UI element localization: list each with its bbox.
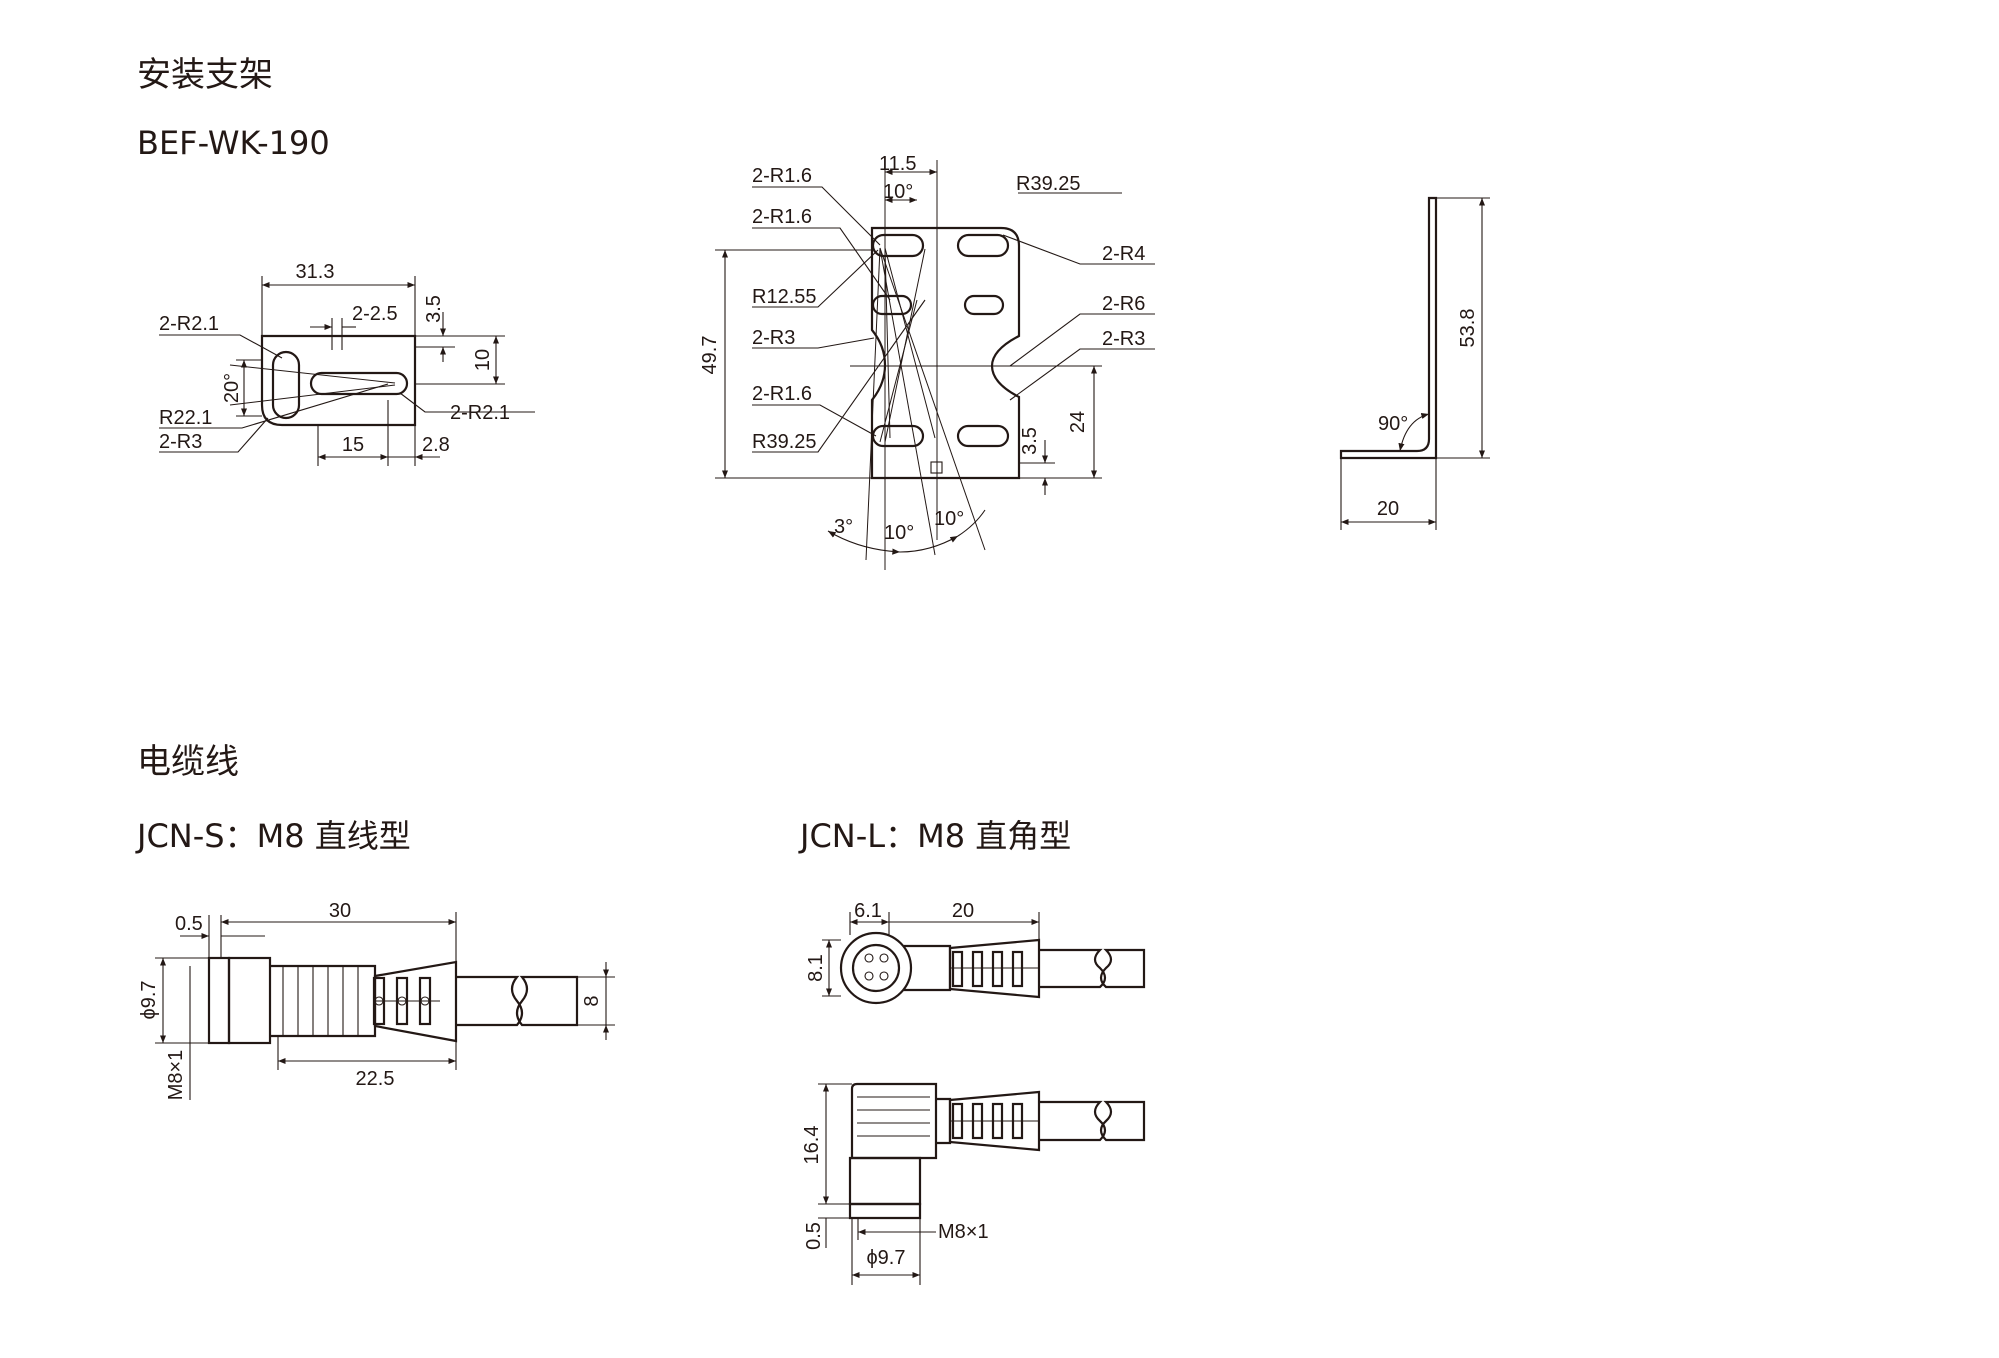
label-front-4: 2-R2.1 <box>159 313 219 335</box>
label-top-2: 2-R1.6 <box>752 165 812 187</box>
label-top-16: 10° <box>884 522 914 544</box>
label-front-7: 2-R3 <box>159 431 202 453</box>
label-top-11: 2-R1.6 <box>752 383 812 405</box>
label-top-9: 2-R3 <box>1102 328 1145 350</box>
label-front-9: 15 <box>342 434 364 456</box>
angled-face-inner <box>851 943 901 993</box>
label-top-7: 2-R6 <box>1102 293 1145 315</box>
label-top-13: 3.5 <box>1019 427 1041 455</box>
cable-angled-caption: JCN-L：M8 直角型 <box>800 817 1072 855</box>
label-front-10: 2.8 <box>422 434 450 456</box>
label-straight-2: ϕ9.7 <box>138 980 160 1019</box>
top-slot-left-lower <box>871 424 925 448</box>
label-top-4: R39.25 <box>1016 173 1081 195</box>
top-slot-left-mid <box>871 294 913 316</box>
angled-face-outer <box>839 931 913 1005</box>
label-top-0: 11.5 <box>879 153 916 175</box>
straight-nut-front <box>207 956 231 1045</box>
top-slot-left-upper <box>871 233 925 258</box>
top-slot-right-upper <box>956 233 1010 258</box>
label-angled-6: ϕ9.7 <box>866 1247 905 1269</box>
top-slot-right-lower <box>956 424 1010 448</box>
straight-body <box>270 964 377 1038</box>
label-top-8: 2-R3 <box>752 327 795 349</box>
label-top-10: 49.7 <box>699 336 721 375</box>
bracket-model-title: BEF-WK-190 <box>137 124 330 162</box>
front-slot-vertical <box>271 350 301 420</box>
top-slot-right-mid <box>963 294 1005 316</box>
label-angled-0: 6.1 <box>854 900 882 922</box>
label-top-6: R12.55 <box>752 286 817 308</box>
label-side-0: 53.8 <box>1457 309 1479 348</box>
bracket-front-outline <box>260 334 417 427</box>
label-angled-2: 8.1 <box>805 954 827 982</box>
angled-cable-2 <box>1039 1100 1107 1142</box>
label-angled-3: 16.4 <box>801 1126 823 1165</box>
label-front-5: 20° <box>221 373 243 403</box>
bracket-top-view: 11.5 10° 2-R1.6 2-R1.6 R39.25 2-R4 R12.5… <box>699 153 1155 570</box>
label-side-1: 90° <box>1378 413 1408 435</box>
label-front-1: 2-2.5 <box>352 303 398 325</box>
cable-angled-drawing: 6.1 20 8.1 16.4 M8×1 0.5 ϕ9.7 <box>801 900 1146 1285</box>
cable-straight-caption: JCN-S：M8 直线型 <box>137 817 411 855</box>
label-front-8: 2-R2.1 <box>450 402 510 424</box>
straight-nut <box>227 956 272 1045</box>
label-front-0: 31.3 <box>296 261 335 283</box>
label-top-15: 3° <box>834 516 853 538</box>
bracket-front-view: 31.3 2-2.5 3.5 10 2-R2.1 20° R22.1 2-R3 … <box>159 261 535 466</box>
straight-cable <box>456 975 524 1027</box>
label-straight-0: 0.5 <box>175 913 203 935</box>
label-top-17: 10° <box>934 508 964 530</box>
label-front-6: R22.1 <box>159 407 212 429</box>
label-angled-1: 20 <box>952 900 974 922</box>
label-straight-3: 8 <box>581 995 603 1006</box>
label-top-12: 24 <box>1067 411 1089 433</box>
front-slot-horizontal <box>309 371 409 396</box>
label-straight-5: 22.5 <box>356 1068 395 1090</box>
angled-side-nut <box>848 1156 922 1206</box>
bracket-side-view: 53.8 90° 20 <box>1339 196 1490 530</box>
label-front-3: 10 <box>472 349 494 371</box>
angled-side-head <box>850 1082 938 1160</box>
label-side-2: 20 <box>1377 498 1399 520</box>
label-angled-4: M8×1 <box>938 1221 989 1243</box>
label-front-2: 3.5 <box>423 295 445 323</box>
label-top-14: R39.25 <box>752 431 817 453</box>
cable-straight-drawing: 0.5 30 ϕ9.7 8 M8×1 22.5 <box>138 900 615 1100</box>
label-angled-5: 0.5 <box>803 1222 825 1250</box>
label-straight-4: M8×1 <box>165 1050 187 1101</box>
label-top-3: 2-R1.6 <box>752 206 812 228</box>
label-straight-1: 30 <box>329 900 351 922</box>
label-top-1: 10° <box>883 181 913 203</box>
label-top-5: 2-R4 <box>1102 243 1145 265</box>
angled-grip <box>948 938 1041 999</box>
section-title-bracket: 安装支架 <box>137 55 273 95</box>
angled-side-grip <box>948 1090 1041 1152</box>
bracket-top-outline <box>870 226 1021 480</box>
section-title-cable: 电缆线 <box>137 742 239 782</box>
angled-cable-1 <box>1039 948 1107 989</box>
